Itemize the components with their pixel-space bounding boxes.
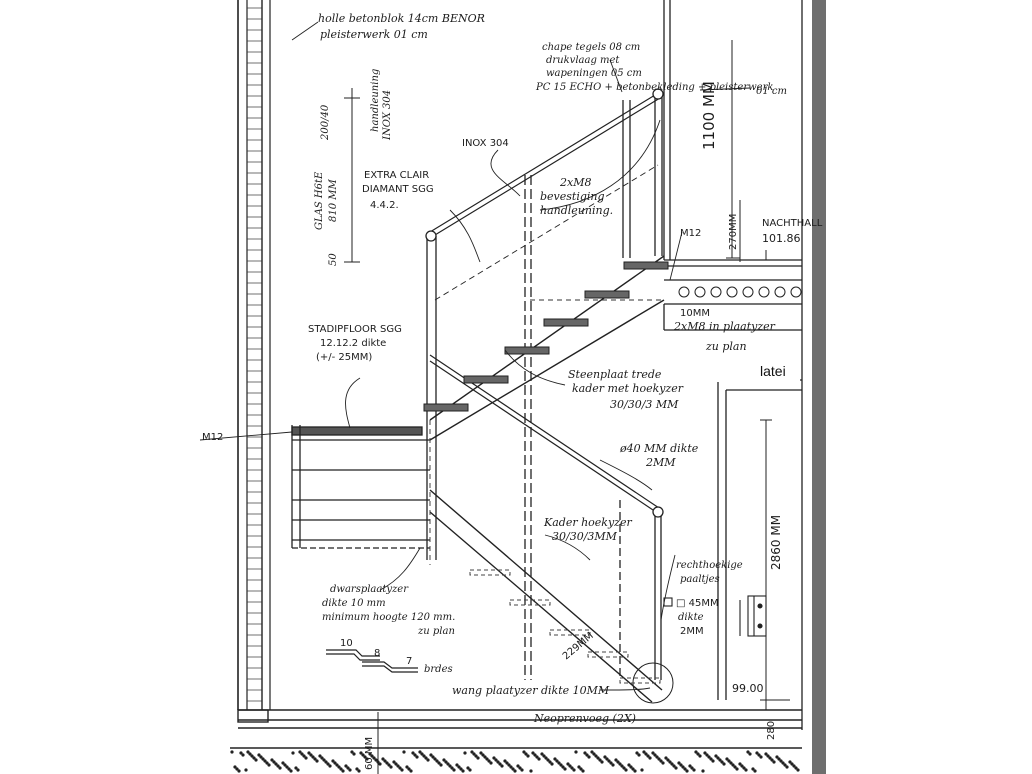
label-inox-304: INOX 304: [462, 138, 509, 149]
hidden-lines: [429, 299, 664, 565]
lower-tread: [587, 651, 629, 658]
note-glass-height: GLAS H6tE: [314, 171, 325, 230]
note-step-2: kader met hoekyzer: [572, 382, 684, 395]
note-glass-height-val: 810 MM: [328, 178, 339, 222]
left-wall: [237, 0, 271, 710]
note-stadip-1: STADIPFLOOR SGG: [308, 324, 402, 335]
dim-2860: 2860 MM: [769, 515, 783, 570]
dim-270: 270MM: [728, 214, 739, 250]
note-square-45: □ 45MM: [676, 598, 719, 609]
annotations: holle betonblok 14cm BENOR pleisterwerk …: [202, 12, 823, 770]
dim-50: 50: [328, 253, 339, 266]
detail-num-10: 10: [340, 638, 353, 649]
label-latei: latei: [760, 363, 786, 379]
note-bottom-plate: wang plaatyzer dikte 10MM: [452, 684, 610, 697]
note-cross-plate-2: dikte 10 mm: [322, 598, 386, 609]
note-floor-plaster: 01 cm: [756, 86, 787, 97]
note-step-3: 30/30/3 MM: [610, 398, 679, 411]
landing-platform: [291, 425, 430, 549]
upper-tread: [584, 290, 630, 299]
note-bolts-2: bevestiging: [540, 190, 605, 203]
note-tube-40-thk: 2MM: [645, 456, 676, 469]
note-floor-2: drukvlaag met: [546, 55, 620, 66]
note-glass-type-2: DIAMANT SGG: [362, 184, 434, 195]
detail-num-8: 8: [374, 648, 380, 659]
dimension-lines: [344, 40, 790, 774]
note-cross-plate-3: minimum hoogte 120 mm.: [322, 612, 455, 623]
note-rect-tube-1: rechthoekige: [676, 560, 743, 571]
upper-tread: [423, 403, 469, 412]
level-nachthall-value: 101.86: [762, 232, 801, 245]
lower-tread: [469, 569, 511, 576]
note-stadip-2: 12.12.2 dikte: [320, 338, 386, 349]
note-floor-3: wapeningen 05 cm: [546, 68, 642, 79]
detail-label: brdes: [424, 664, 453, 675]
note-glass-type-3: 4.4.2.: [370, 200, 399, 211]
note-frame-2: 30/30/3MM: [552, 530, 618, 543]
stair-treads: [423, 261, 669, 684]
dim-1100: 1100 MM: [700, 81, 718, 150]
note-joint: Neoprenvoeg (2X): [533, 712, 636, 725]
dim-10mm: 10MM: [680, 308, 710, 319]
label-m12-top: M12: [680, 228, 701, 239]
plate-detail: [326, 649, 418, 673]
note-bolt-plate-2: zu plan: [705, 340, 747, 353]
lower-tread: [619, 677, 661, 684]
note-frame-1: Kader hoekyzer: [543, 516, 632, 529]
note-floor-1: chape tegels 08 cm: [542, 42, 640, 53]
note-handrail-inox: INOX 304: [382, 90, 393, 141]
note-thickness-val: 2MM: [680, 626, 704, 637]
note-wall-1: holle betonblok 14cm BENOR: [318, 12, 485, 25]
note-tube-40: ø40 MM dikte: [619, 442, 699, 455]
note-wall-2: pleisterwerk 01 cm: [320, 28, 428, 41]
upper-tread: [504, 346, 550, 355]
note-cross-plate-4: zu plan: [417, 626, 455, 637]
upper-floor-slab: [663, 259, 802, 382]
note-rect-tube-2: paaltjes: [680, 574, 720, 585]
lower-tread: [509, 599, 551, 606]
level-bottom: 99.00: [732, 682, 764, 695]
note-stadip-3: (+/- 25MM): [316, 352, 372, 363]
note-floor-spec: PC 15 ECHO + betonbekleding + pleisterwe…: [535, 82, 773, 93]
note-glass-type-1: EXTRA CLAIR: [364, 170, 429, 181]
note-thickness: dikte: [678, 612, 704, 623]
note-cross-plate-1: dwarsplaatyzer: [330, 584, 409, 595]
note-bolt-plate-1: 2xM8 in plaatyzer: [673, 320, 776, 333]
bracket-detail: [663, 595, 767, 637]
right-walls: [663, 0, 803, 730]
dim-280: 280: [766, 721, 777, 740]
note-bolts-1: 2xM8: [559, 176, 591, 189]
leader-lines: [199, 21, 751, 691]
dim-handrail: 200/40: [320, 104, 331, 141]
detail-num-7: 7: [406, 656, 412, 667]
ground-floor: [230, 709, 802, 773]
level-nachthall-label: NACHTHALL: [762, 218, 823, 229]
upper-tread: [463, 375, 509, 384]
upper-tread: [623, 261, 669, 270]
label-m12-left: M12: [202, 432, 223, 443]
note-bolts-3: handleuning.: [540, 204, 613, 217]
stair-posts: [425, 88, 674, 704]
lower-tread: [549, 629, 591, 636]
upper-tread: [543, 318, 589, 327]
stair-stringers: [429, 91, 665, 703]
dim-bottom-left: 60 MM: [364, 737, 375, 770]
note-step-1: Steenplaat trede: [568, 368, 662, 381]
note-handrail: handleuning: [370, 69, 381, 132]
